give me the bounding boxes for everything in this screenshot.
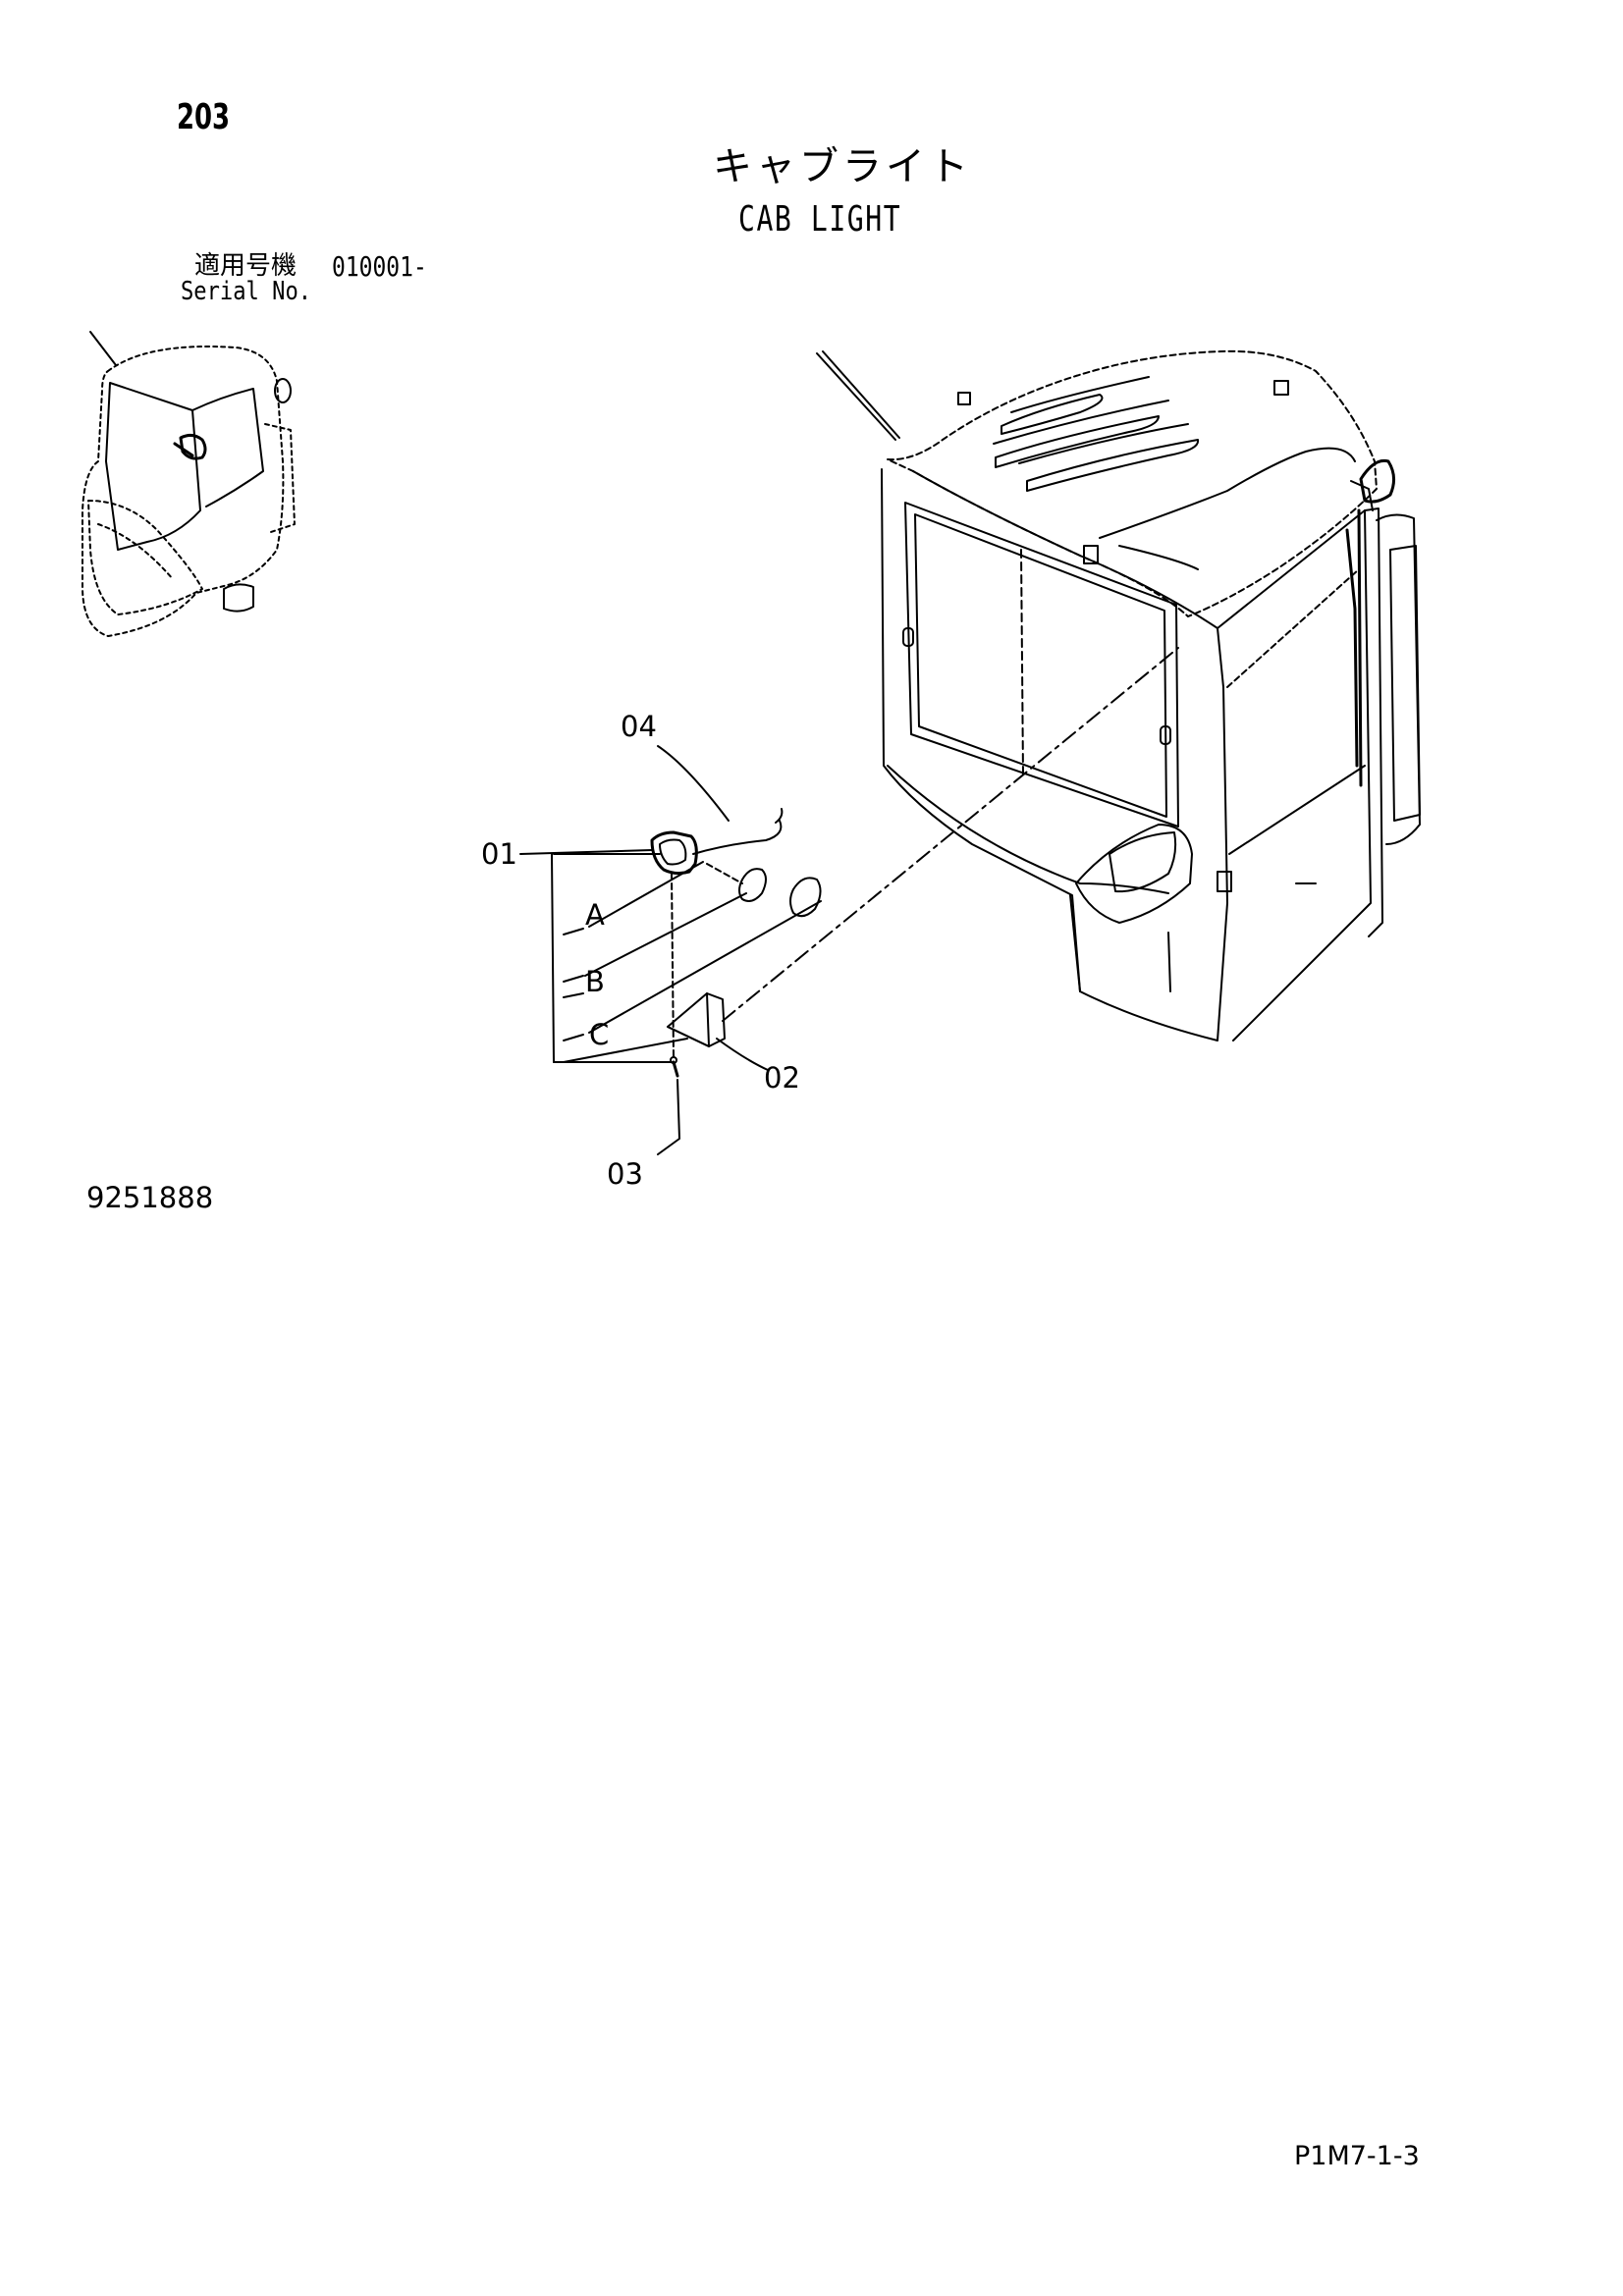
cab-light-assembly (520, 648, 1178, 1154)
callout-ref-b: B (585, 965, 605, 998)
title-japanese: キャブライト (713, 144, 972, 189)
serial-label-english: Serial No. (181, 277, 312, 306)
page-number: 203 (177, 97, 231, 137)
callout-ref-a: A (585, 898, 605, 932)
serial-label-japanese: 適用号機 (194, 251, 298, 281)
callout-part-02: 02 (764, 1061, 800, 1095)
document-number: 9251888 (86, 1181, 214, 1214)
callout-part-01: 01 (481, 837, 517, 871)
callout-ref-c: C (589, 1018, 610, 1051)
title-english: CAB LIGHT (738, 199, 902, 240)
callout-part-04: 04 (621, 710, 657, 743)
serial-value: 010001- (332, 250, 427, 283)
overview-cab-illustration (82, 332, 295, 636)
callout-part-03: 03 (607, 1157, 643, 1191)
figure-code: P1M7-1-3 (1294, 2141, 1420, 2171)
cab-illustration (817, 351, 1420, 1041)
